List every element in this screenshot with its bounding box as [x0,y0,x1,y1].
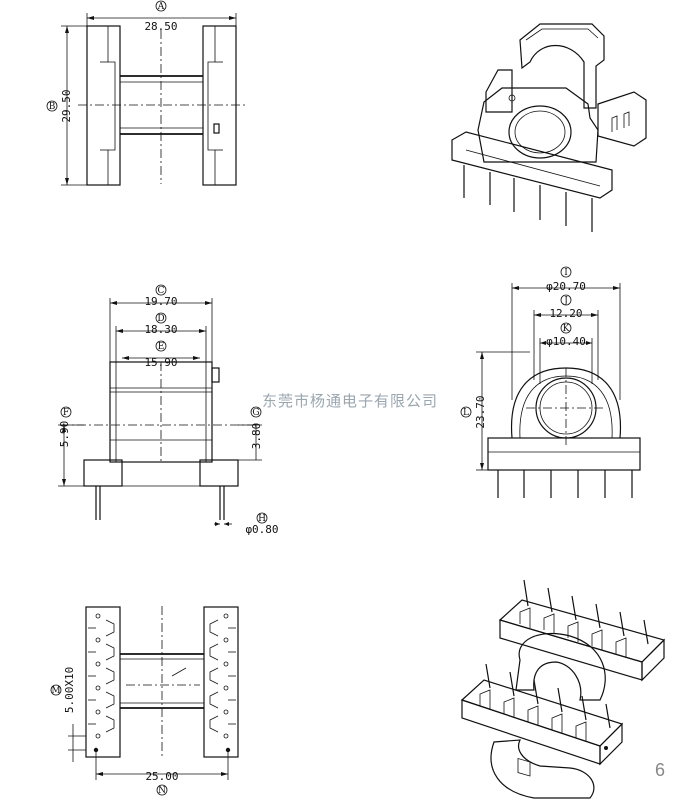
view-isometric-top-right [451,23,647,232]
dim-c-value: 19.70 [144,295,177,308]
dim-c-letter: C [158,286,165,296]
dim-b-value: 29.50 [60,89,73,122]
left-rail-details [88,613,115,753]
view-isometric-bottom-right [460,579,666,799]
view-end-middle-right: I φ20.70 J 12.20 K φ10.40 L 23.70 [460,266,641,498]
dim-h-letter: H [258,514,266,524]
dim-e-letter: E [158,342,165,352]
dim-k-letter: K [563,324,570,334]
right-flange [202,25,237,186]
dim-d-letter: D [157,314,164,324]
view-bottom-left: M 5.00X10 25.00 N [50,606,239,796]
dim-d-value: 18.30 [144,323,177,336]
view-side-middle-left: C 19.70 D 18.30 E 15.90 F 5.90 G 3.80 [58,284,279,536]
dim-m-value: 5.00X10 [63,667,76,713]
dim-l-letter: L [463,408,469,418]
view-front-top-left: A 28.50 B 29.50 [46,0,245,186]
dim-i-letter: I [564,268,568,278]
dim-j-letter: J [563,296,568,306]
right-rail-details [209,613,236,753]
dim-g-letter: G [252,408,259,418]
left-flange [86,25,121,186]
dim-l-value: 23.70 [474,395,487,428]
dim-j-value: 12.20 [549,307,582,320]
dim-f-letter: F [63,408,69,418]
dim-a-value: 28.50 [144,20,177,33]
page-number: 6 [655,760,665,780]
dim-m-letter: M [51,686,60,696]
dim-a-letter: A [157,2,165,12]
dim-f-value: 5.90 [58,421,71,448]
dim-n-letter: N [158,786,166,796]
dim-g-value: 3.80 [250,423,263,450]
company-watermark: 东莞市杨通电子有限公司 [262,392,438,410]
dim-b-letter: B [49,102,56,112]
dim-k-value: φ10.40 [546,335,586,348]
dim-i-value: φ20.70 [546,280,586,293]
dim-e-value: 15.90 [144,356,177,369]
dim-h-value: φ0.80 [245,523,278,536]
dim-n-value: 25.00 [145,770,178,783]
